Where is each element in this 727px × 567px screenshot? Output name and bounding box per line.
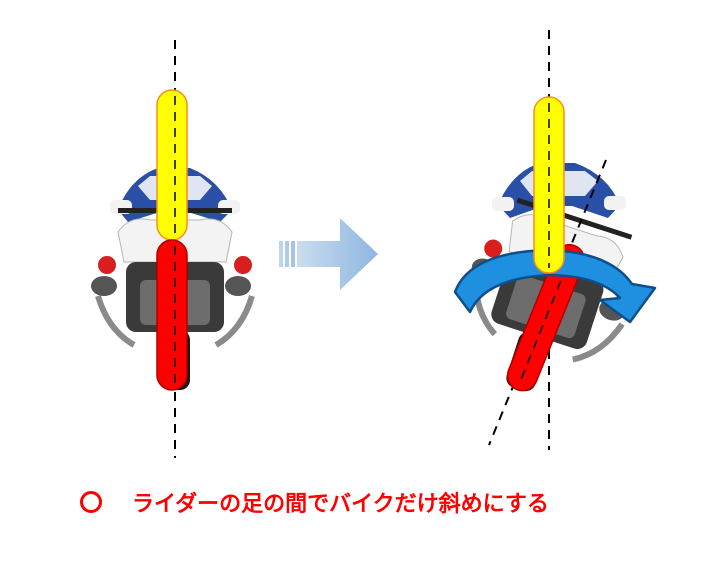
- transition-arrow: [279, 218, 378, 290]
- caption-text: ライダーの足の間でバイクだけ斜めにする: [132, 492, 549, 517]
- left-rider-axis-bar: [156, 89, 188, 241]
- left-bike-axis-bar: [156, 239, 188, 391]
- circle-mark-icon: [80, 491, 102, 513]
- caption: ライダーの足の間でバイクだけ斜めにする: [80, 486, 549, 518]
- right-slanted-axis-line: [488, 159, 607, 446]
- rotation-arrow: [453, 248, 657, 324]
